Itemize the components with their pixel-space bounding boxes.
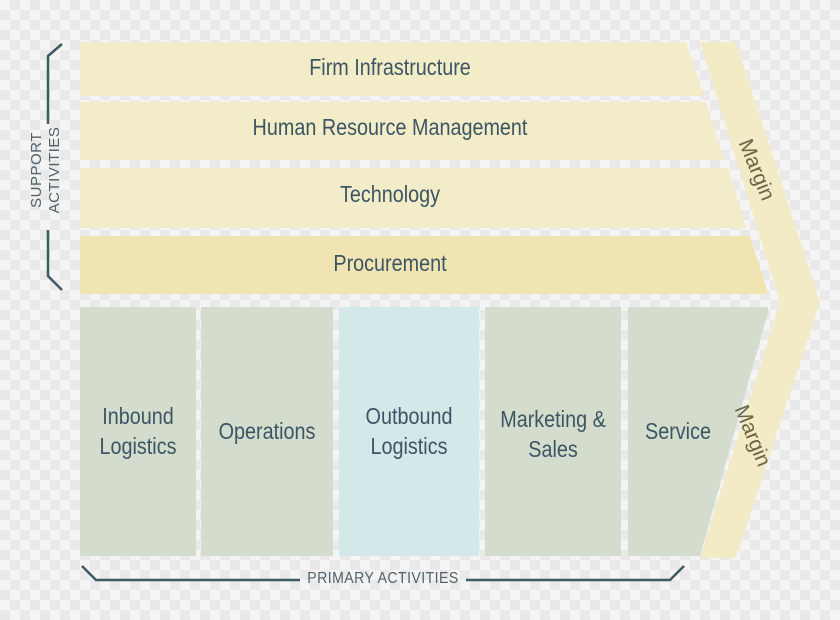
box-inbound-logistics: [80, 307, 196, 556]
bar-human-resource-management: [80, 102, 724, 160]
outbound-logistics-label: Outbound Logistics: [365, 402, 453, 459]
bar-technology: [80, 168, 746, 228]
margin-arrow: [700, 42, 820, 558]
bar-procurement: [80, 236, 768, 294]
support-activities-label: SUPPORT ACTIVITIES: [28, 120, 68, 220]
box-outbound-logistics: [339, 307, 479, 556]
operations-label: Operations: [218, 417, 316, 444]
support-label-line2: ACTIVITIES: [46, 126, 63, 214]
primary-bracket: [81, 565, 685, 582]
bar-firm-infrastructure: [80, 42, 704, 96]
box-marketing-sales: [485, 307, 621, 556]
firm-infrastructure-label: Firm Infrastructure: [309, 54, 471, 80]
box-service: [628, 307, 768, 556]
procurement-label: Procurement: [333, 250, 447, 276]
primary-activities-label: PRIMARY ACTIVITIES: [307, 570, 459, 587]
technology-label: Technology: [339, 181, 441, 207]
support-label-line1: SUPPORT: [28, 132, 45, 208]
marketing-sales-label: Marketing & Sales: [500, 405, 606, 462]
support-bracket: [46, 43, 63, 291]
box-operations: [201, 307, 333, 556]
human-resource-management-label: Human Resource Management: [252, 114, 528, 140]
inbound-logistics-label: Inbound Logistics: [99, 402, 177, 459]
service-label: Service: [645, 417, 711, 444]
